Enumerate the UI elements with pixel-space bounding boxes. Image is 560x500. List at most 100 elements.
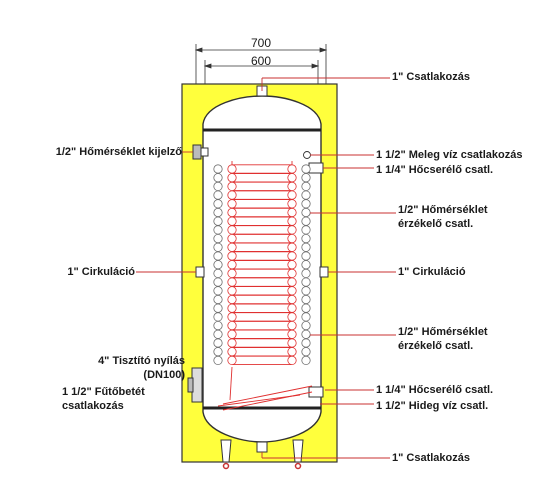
coil-tube: [301, 225, 311, 235]
coil-tube: [227, 242, 237, 252]
coil-tube: [301, 268, 311, 278]
coil-tube: [213, 303, 223, 313]
label-cold-water: 1 1/2" Hideg víz csatl.: [376, 400, 489, 412]
coil-tube: [213, 242, 223, 252]
coil-tube: [287, 338, 297, 348]
coil-tube: [213, 190, 223, 200]
coil-tube: [213, 268, 223, 278]
coil-tube: [301, 234, 311, 244]
coil-tube: [287, 181, 297, 191]
coil-tube: [301, 260, 311, 270]
coil-tube: [301, 303, 311, 313]
label-circulation-left: 1" Cirkuláció: [67, 266, 135, 278]
side-connections: [195, 162, 329, 398]
coil-tube: [213, 286, 223, 296]
coil-tube: [213, 173, 223, 183]
coil-tube: [287, 225, 297, 235]
coil-tube: [301, 294, 311, 305]
coil-tube: [287, 164, 297, 174]
coil-tube: [301, 286, 311, 296]
dimension-lines: [194, 44, 328, 100]
cleaning-opening-flange: [187, 367, 203, 403]
coil-tube: [301, 338, 311, 348]
coil-tube: [227, 234, 237, 244]
coil-tube: [301, 312, 311, 322]
coil-tube: [213, 355, 223, 365]
coil-tube: [287, 234, 297, 244]
coil-tube: [213, 164, 223, 174]
coil-tube: [213, 338, 223, 348]
coil-tube: [301, 164, 311, 174]
coil-tube: [301, 173, 311, 183]
coil-tube: [287, 303, 297, 313]
inner-width-dimension: 600: [250, 54, 272, 68]
coil-tube: [301, 347, 311, 357]
coil-tube: [213, 347, 223, 357]
coil-outlet-pipes: [217, 366, 313, 411]
coil-tube: [301, 251, 311, 261]
coil-tube: [227, 355, 237, 365]
coil-tube: [227, 286, 237, 296]
coil-tube: [213, 294, 223, 305]
coil-tube: [227, 347, 237, 357]
coil-tube: [301, 181, 311, 191]
coil-tube: [287, 286, 297, 296]
coil-tube: [227, 190, 237, 200]
label-top-connection: 1" Csatlakozás: [392, 71, 470, 83]
coil-tube: [287, 347, 297, 357]
coil-tube: [287, 173, 297, 183]
coil-tube: [227, 294, 237, 305]
coil-tube: [287, 242, 297, 252]
coil-tube: [213, 329, 223, 339]
leg-feet: [222, 462, 302, 470]
coil-tube: [213, 207, 223, 218]
coil-tube: [287, 190, 297, 200]
coil-tube: [227, 199, 237, 209]
coil-tube: [301, 320, 311, 331]
coil-tube: [301, 199, 311, 209]
coil-tube: [287, 199, 297, 209]
coil-tube: [287, 268, 297, 278]
coil-tube: [287, 207, 297, 218]
coil-tube: [227, 329, 237, 339]
coil-tube: [301, 242, 311, 252]
coil-tube: [213, 216, 223, 226]
label-cleaning-opening: 4" Tisztító nyílás (DN100): [98, 355, 185, 381]
label-hot-water: 1 1/2" Meleg víz csatlakozás: [376, 149, 523, 161]
coil-tube: [227, 312, 237, 322]
heat-exchanger-coil: [213, 161, 311, 366]
label-exchanger-bottom: 1 1/4" Hőcserélő csatl.: [376, 384, 494, 396]
coil-tube: [213, 199, 223, 209]
coil-tube: [287, 251, 297, 261]
coil-tube: [301, 190, 311, 200]
tank-legs: [220, 439, 304, 463]
coil-tube: [227, 303, 237, 313]
label-sensor-lower: 1/2" Hőmérséklet érzékelő csatl.: [398, 326, 488, 352]
coil-tube: [287, 355, 297, 365]
coil-tube: [301, 216, 311, 226]
coil-tube: [213, 312, 223, 322]
coil-tube: [213, 181, 223, 191]
coil-tube: [213, 260, 223, 270]
coil-tube: [301, 355, 311, 365]
coil-tube: [227, 207, 237, 218]
coil-tube: [227, 216, 237, 226]
coil-tube: [287, 320, 297, 331]
label-circulation-right: 1" Cirkuláció: [398, 266, 466, 278]
outer-width-dimension: 700: [250, 36, 272, 50]
coil-tube: [301, 277, 311, 287]
coil-tube: [287, 277, 297, 287]
coil-tube: [213, 234, 223, 244]
label-sensor-upper: 1/2" Hőmérséklet érzékelő csatl.: [398, 204, 488, 230]
coil-tube: [227, 173, 237, 183]
coil-tube: [287, 260, 297, 270]
coil-tube: [227, 338, 237, 348]
coil-tube: [227, 181, 237, 191]
coil-tube: [213, 225, 223, 235]
coil-tube: [227, 260, 237, 270]
bottom-connection-nozzle: [256, 441, 268, 453]
coil-tube: [227, 251, 237, 261]
coil-tube: [213, 277, 223, 287]
label-bottom-connection: 1" Csatlakozás: [392, 452, 470, 464]
